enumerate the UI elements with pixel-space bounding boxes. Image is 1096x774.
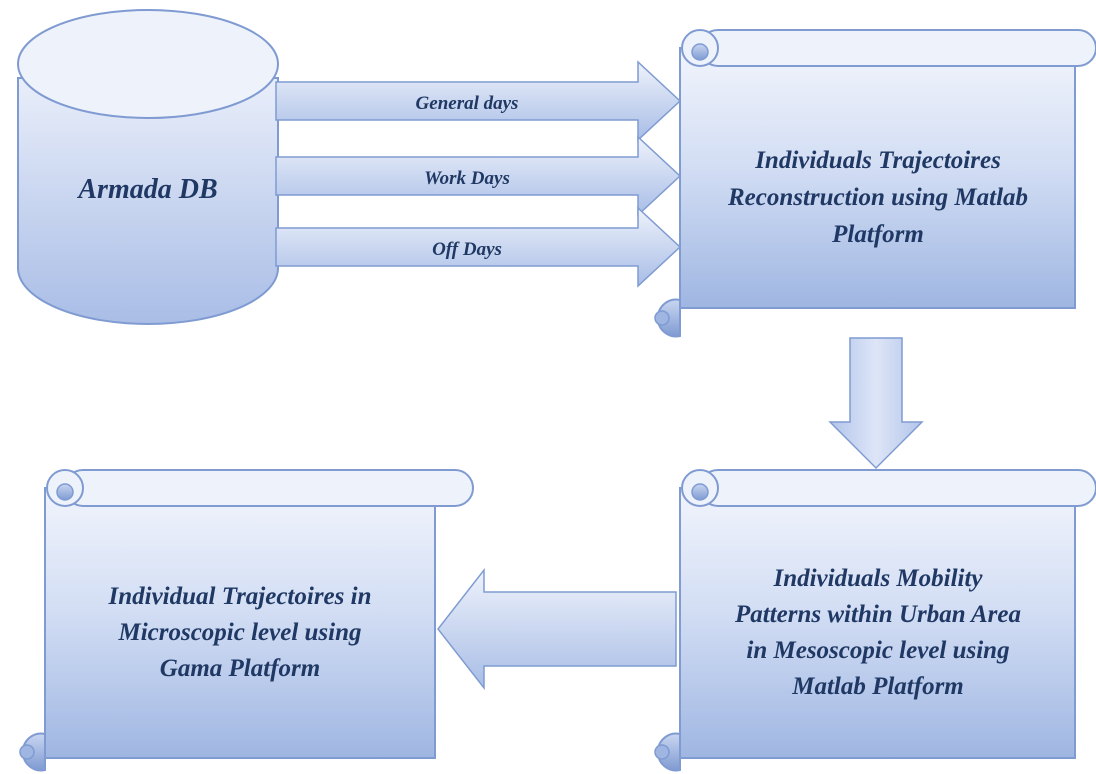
scroll-mesoscopic-line-4: Matlab Platform [791,673,964,700]
cylinder-body [17,77,279,325]
scroll-reconstruction-line-3: Platform [831,221,924,248]
scroll-microscopic-line-3: Gama Platform [160,655,320,682]
cylinder-top [17,9,279,119]
database-cylinder: Armada DB [17,9,279,325]
arrow-left [437,567,677,691]
scroll-reconstruction-line-1: Individuals Trajectoires [754,147,1001,174]
scroll-mesoscopic: Individuals Mobility Patterns within Urb… [654,469,1096,772]
arrow-label-general-days: General days [416,93,519,114]
scroll-microscopic-line-1: Individual Trajectoires in [108,583,372,610]
scroll-reconstruction: Individuals Trajectoires Reconstruction … [654,29,1096,338]
scroll-microscopic: Individual Trajectoires in Microscopic l… [19,469,474,772]
arrow-off-days: Off Days [275,206,682,288]
scroll-mesoscopic-line-1: Individuals Mobility [772,565,983,592]
arrow-label-off-days: Off Days [432,239,502,260]
arrow-work-days: Work Days [275,135,682,217]
scroll-microscopic-line-2: Microscopic level using [117,619,361,646]
arrow-label-work-days: Work Days [424,168,510,189]
arrow-general-days: General days [275,60,682,142]
arrow-down [828,337,924,470]
scroll-mesoscopic-line-2: Patterns within Urban Area [734,601,1021,628]
scroll-mesoscopic-line-3: in Mesoscopic level using [746,637,1009,664]
database-label: Armada DB [76,174,217,205]
scroll-reconstruction-line-2: Reconstruction using Matlab [727,184,1028,211]
